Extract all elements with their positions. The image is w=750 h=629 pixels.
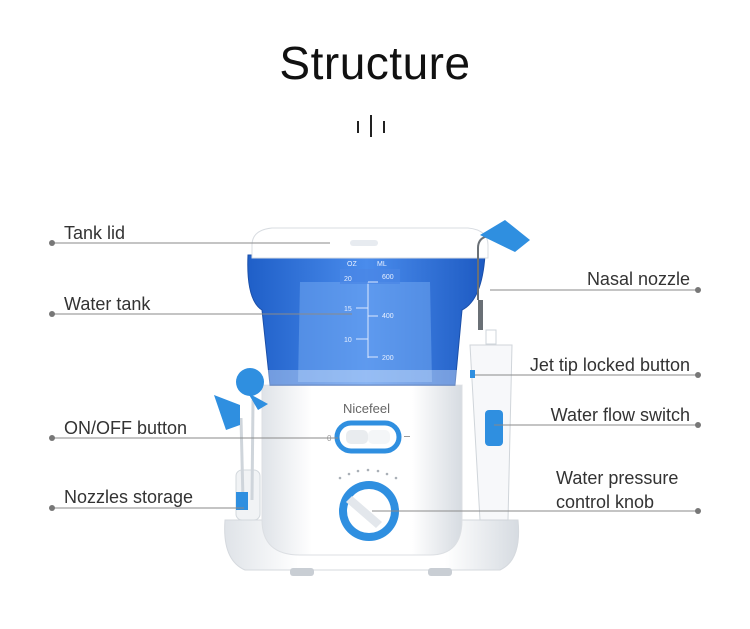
scale-ml-400: 400 — [382, 313, 394, 320]
label-water-tank: Water tank — [64, 294, 151, 314]
dot-water-flow — [695, 422, 701, 428]
scale-oz-20: 20 — [344, 276, 352, 283]
dot-tank-lid — [49, 240, 55, 246]
label-water-pressure-line2: control knob — [556, 492, 655, 512]
dot-nasal-nozzle — [695, 287, 701, 293]
scale-ml-200: 200 — [382, 355, 394, 362]
nozzle-storage — [214, 368, 268, 521]
dot-on-off — [49, 435, 55, 441]
dot-water-pressure — [695, 508, 701, 514]
handle — [469, 220, 530, 521]
label-water-pressure-line1: Water pressure — [556, 468, 679, 488]
label-nozzles-storage: Nozzles storage — [64, 487, 194, 507]
label-water-flow-switch: Water flow switch — [550, 405, 690, 425]
tank-scale — [340, 269, 400, 358]
dot-nozzles-storage — [49, 505, 55, 511]
scale-oz-header: OZ — [347, 261, 357, 268]
label-on-off-button: ON/OFF button — [64, 418, 188, 438]
dot-jet-tip — [695, 372, 701, 378]
main-body — [261, 384, 463, 556]
scale-ml-header: ML — [377, 261, 387, 268]
label-nasal-nozzle: Nasal nozzle — [586, 269, 690, 289]
water-tank — [247, 254, 486, 386]
power-button[interactable]: 0 — [327, 420, 410, 454]
label-jet-tip-locked-button: Jet tip locked button — [529, 355, 690, 375]
scale-ml-600: 600 — [382, 274, 394, 281]
brand-logo: Nicefeel — [343, 401, 390, 416]
scale-oz-10: 10 — [344, 337, 352, 344]
page-title: Structure — [279, 37, 471, 89]
divider-bars-icon — [357, 115, 385, 137]
pressure-knob[interactable] — [338, 468, 399, 541]
dot-water-tank — [49, 311, 55, 317]
tank-lid — [251, 227, 489, 259]
scale-oz-15: 15 — [344, 306, 352, 313]
label-tank-lid: Tank lid — [64, 223, 126, 243]
